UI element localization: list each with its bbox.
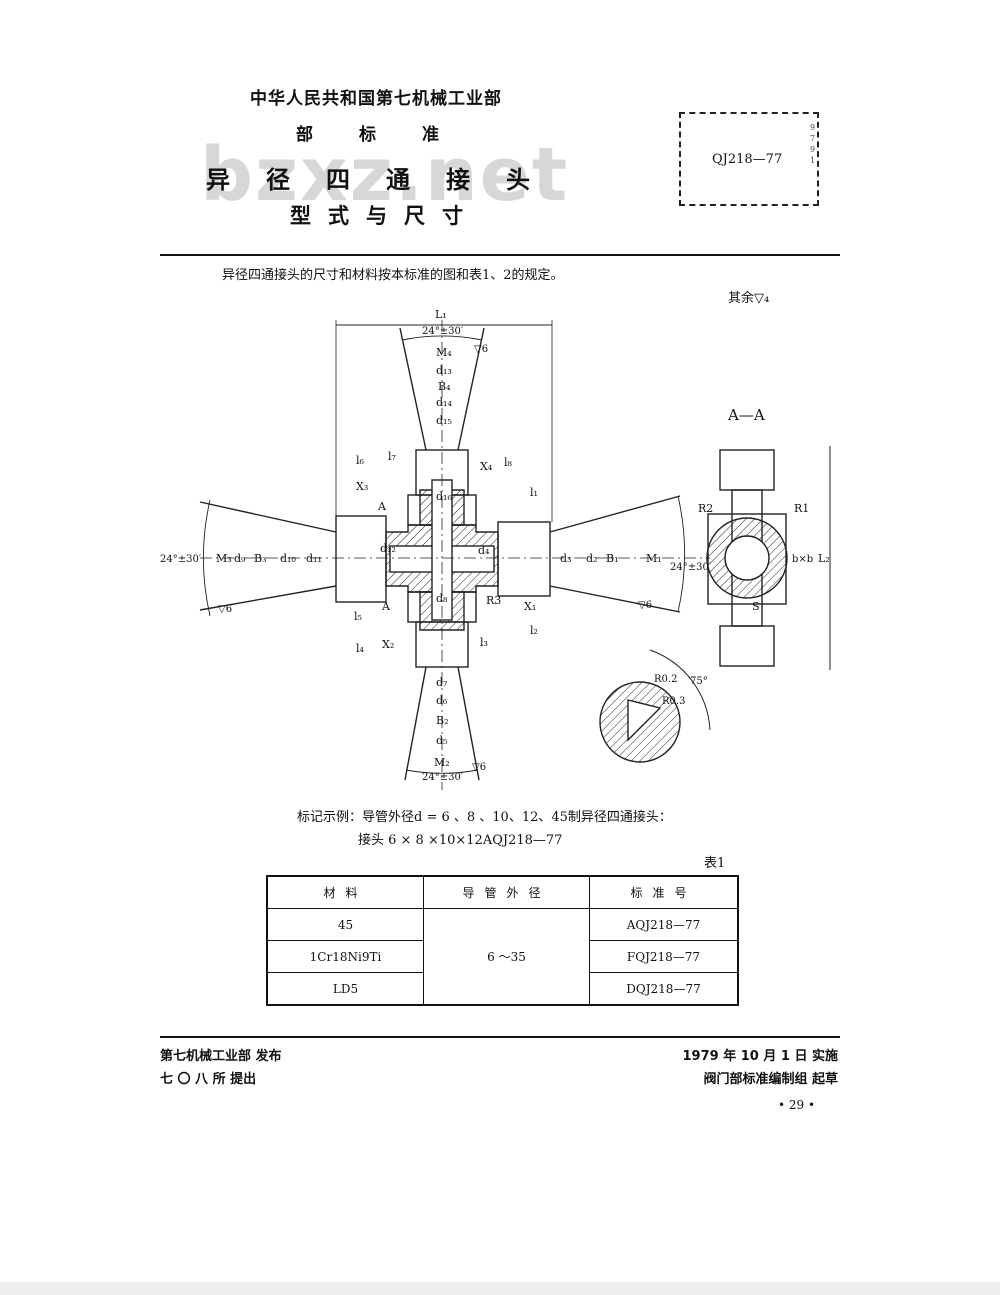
label-B1: B₁: [606, 552, 619, 565]
mark-example-line-1: 标记示例：导管外径d = 6 、8 、10、12、45制异径四通接头：: [297, 810, 672, 825]
header-diameter: 导管外径: [423, 875, 590, 909]
standard-code-box: [679, 112, 819, 206]
roughness-top: ▽6: [474, 344, 488, 355]
label-A-top: A: [377, 500, 387, 513]
label-B4: B₄: [438, 380, 451, 393]
label-angle-bottom: 24°±30′: [422, 772, 464, 783]
proposer: 七 〇 八 所 提出: [160, 1072, 257, 1087]
roughness-left: ▽6: [218, 604, 232, 615]
label-l3: l₃: [480, 636, 488, 649]
label-l5: l₅: [354, 610, 362, 623]
cell-diameter: 6 ～35: [423, 908, 590, 1006]
label-angle-right: 24°±30′: [670, 562, 712, 573]
page-number: • 29 •: [778, 1098, 816, 1112]
label-d9: d₉: [234, 552, 246, 565]
label-d3: d₃: [560, 552, 571, 565]
label-R02: R0.2: [654, 674, 677, 685]
cell-material: 45: [266, 908, 424, 941]
standard-code: QJ218—77: [712, 152, 783, 167]
label-R1: R1: [794, 502, 809, 515]
label-M3: M₃: [216, 552, 232, 565]
label-d8: d₈: [436, 592, 448, 605]
label-75-deg: 75°: [690, 676, 708, 687]
document-subtitle: 型式与尺寸: [290, 204, 480, 228]
issuing-organization: 中华人民共和国第七机械工业部: [250, 89, 502, 109]
standard-type: 部标准: [296, 125, 485, 145]
label-l4: l₄: [356, 642, 365, 655]
label-d2: d₂: [586, 552, 597, 565]
label-d6: d₆: [436, 694, 448, 707]
cell-standard: FQJ218—77: [589, 940, 739, 973]
label-M2: M₂: [434, 756, 450, 769]
label-angle-left: 24°±30′: [160, 554, 202, 565]
roughness-right: ▽6: [638, 600, 652, 611]
scan-edge: [0, 1282, 1000, 1295]
header-standard: 标准号: [589, 875, 739, 909]
table-header-row: 材料 导管外径 标准号: [266, 875, 739, 909]
table-row: LD5 DQJ218—77: [266, 972, 739, 1006]
technical-drawing: L₁ 24°±30′ M₄ d₁₃ B₄ d₁₄ d₁₅ d₁₆ ▽6 l₆ l…: [160, 308, 831, 790]
label-d13: d₁₃: [436, 364, 452, 377]
label-L1: L₁: [435, 308, 447, 321]
label-d4: d₄: [478, 544, 490, 557]
cell-standard: DQJ218—77: [589, 972, 739, 1006]
label-d15: d₁₅: [436, 414, 452, 427]
label-B2: B₂: [436, 714, 449, 727]
label-d11: d₁₁: [306, 552, 322, 565]
label-R3: R3: [486, 594, 501, 607]
label-X4: X₄: [480, 460, 493, 473]
label-d16: d₁₆: [436, 490, 452, 503]
roughness-note: 其余▽₄: [728, 291, 770, 306]
publisher: 第七机械工业部 发布: [160, 1049, 282, 1064]
mark-example-line-2: 接头 6 × 8 ×10×12AQJ218—77: [358, 833, 563, 848]
label-l7: l₇: [388, 450, 397, 463]
intro-text: 异径四通接头的尺寸和材料按本标准的图和表1、2的规定。: [222, 268, 564, 283]
label-X2: X₂: [382, 638, 394, 651]
cell-material: 1Cr18Ni9Ti: [266, 940, 424, 973]
standard-code-side-note: 9 7 9 1: [810, 123, 816, 165]
label-d10: d₁₀: [280, 552, 296, 565]
label-bxb: b×b: [792, 554, 813, 565]
label-d7: d₇: [436, 676, 448, 689]
label-d12: d₁₂: [380, 542, 396, 555]
table-number: 表1: [704, 856, 726, 871]
footer-rule: [160, 1036, 840, 1038]
watermark: bzxz.net: [200, 132, 570, 218]
label-M4: M₄: [436, 346, 452, 359]
table-row: 45 6 ～35 AQJ218—77: [266, 908, 739, 1006]
label-d5: d₅: [436, 734, 447, 747]
label-A-bottom: A: [381, 600, 391, 613]
implementation-date: 1979 年 10 月 1 日 实施: [682, 1049, 838, 1064]
label-angle-top: 24°±30′: [422, 326, 464, 337]
label-d14: d₁₄: [436, 396, 452, 409]
table-row: 1Cr18Ni9Ti FQJ218—77: [266, 940, 739, 973]
label-S: S: [752, 600, 760, 613]
header-material: 材料: [266, 875, 424, 909]
cell-material: LD5: [266, 972, 424, 1006]
label-X1: X₁: [524, 600, 536, 613]
document-title: 异径四通接头: [206, 166, 566, 194]
label-l2: l₂: [530, 624, 538, 637]
label-l6: l₆: [356, 454, 365, 467]
label-L2: L₂: [818, 552, 830, 565]
label-R03: R0.3: [662, 696, 685, 707]
label-R2: R2: [698, 502, 713, 515]
cell-standard: AQJ218—77: [589, 908, 739, 941]
label-M1: M₁: [646, 552, 662, 565]
label-B3: B₃: [254, 552, 267, 565]
drafter: 阀门部标准编制组 起草: [703, 1072, 838, 1087]
material-table: 材料 导管外径 标准号 45 6 ～35 AQJ218—77 1Cr18Ni9T…: [266, 875, 739, 1006]
label-X3: X₃: [356, 480, 368, 493]
section-label: A—A: [727, 406, 765, 424]
header-rule: [160, 254, 840, 256]
label-l8: l₈: [504, 456, 513, 469]
roughness-bottom: ▽6: [472, 762, 486, 773]
label-l1: l₁: [530, 486, 538, 499]
